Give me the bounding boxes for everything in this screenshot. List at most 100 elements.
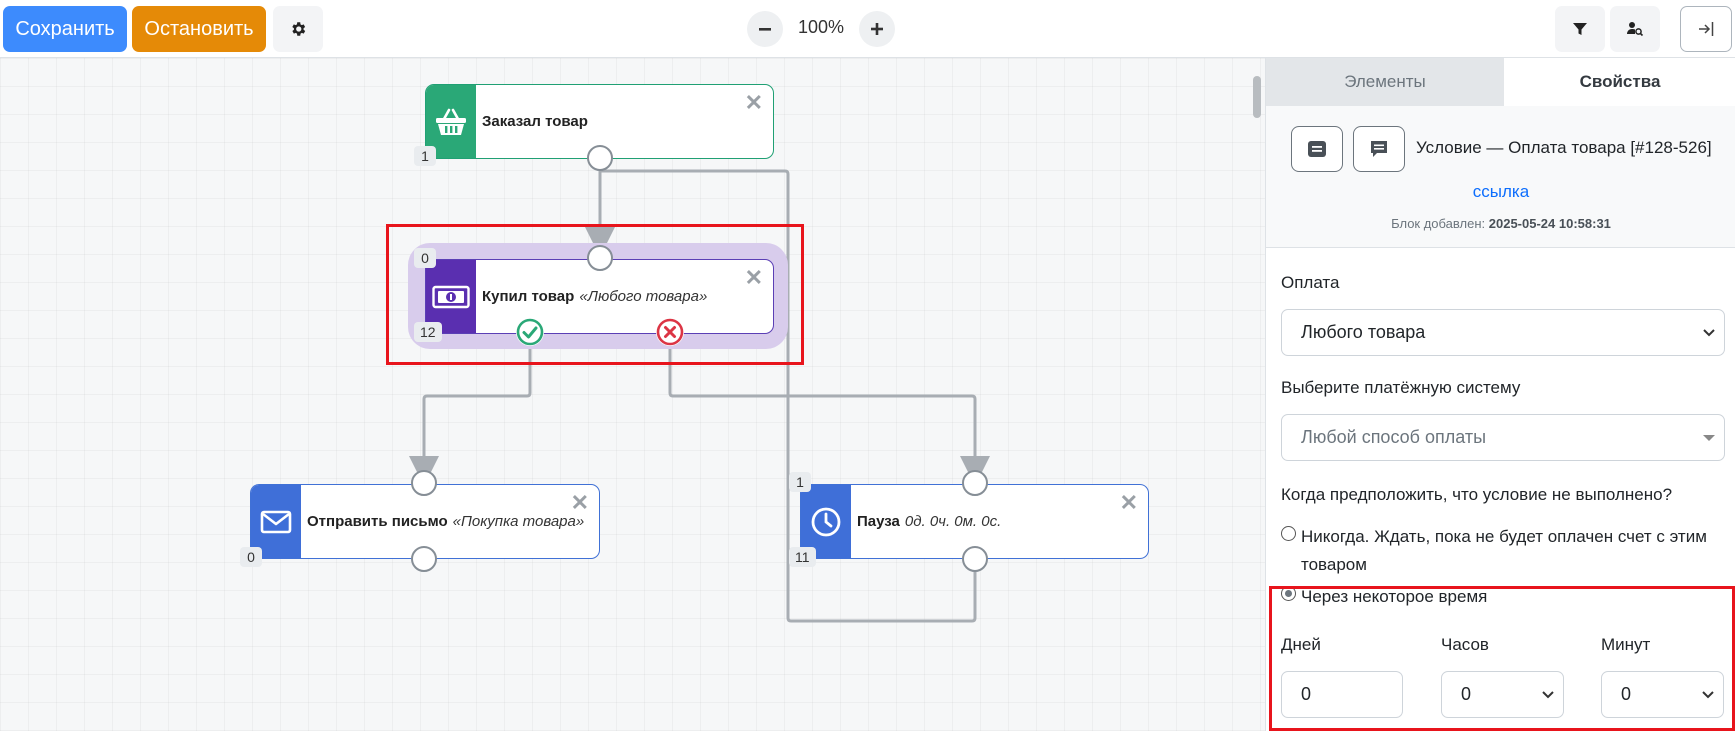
user-search-button[interactable] — [1610, 6, 1660, 52]
node-counter: 1 — [414, 146, 436, 166]
days-value: 0 — [1301, 684, 1312, 704]
payment-label: Оплата — [1281, 273, 1340, 292]
panel-tabs: Элементы Свойства — [1266, 58, 1735, 106]
input-port[interactable] — [411, 470, 437, 496]
option-never[interactable]: Никогда. Ждать, пока не будет оплачен сч… — [1281, 523, 1721, 579]
node-subtitle: «Любого товара» — [579, 288, 708, 305]
workflow-canvas[interactable]: Заказал товар ✕ 1 Купил товар «Любого то… — [0, 58, 1265, 731]
properties-panel: Элементы Свойства Условие — Оплата товар… — [1265, 58, 1735, 731]
node-purchase-condition[interactable]: Купил товар «Любого товара» ✕ — [425, 259, 774, 334]
envelope-icon-container — [251, 485, 301, 558]
connector-lines — [409, 158, 990, 623]
success-port[interactable] — [516, 318, 544, 346]
basket-icon — [436, 108, 466, 135]
node-subtitle: «Покупка товара» — [452, 513, 585, 530]
radio-never[interactable] — [1281, 526, 1296, 541]
save-button[interactable]: Сохранить — [3, 6, 127, 52]
zoom-out-button[interactable] — [747, 11, 783, 47]
collapse-panel-icon — [1699, 22, 1714, 36]
node-title: Заказал товар — [482, 113, 588, 130]
node-counter: 0 — [240, 547, 262, 567]
collapse-panel-button[interactable] — [1680, 6, 1732, 52]
option-after-time-label: Через некоторое время — [1301, 587, 1488, 606]
plus-icon — [871, 23, 883, 35]
settings-button[interactable] — [273, 6, 323, 52]
block-added-label: Блок добавлен: — [1391, 216, 1486, 231]
payment-system-placeholder: Любой способ оплаты — [1301, 427, 1487, 447]
option-after-time[interactable]: Через некоторое время — [1281, 583, 1487, 611]
tab-properties[interactable]: Свойства — [1504, 58, 1735, 106]
x-circle-icon — [656, 318, 684, 346]
payment-value: Любого товара — [1301, 322, 1426, 342]
input-port[interactable] — [587, 245, 613, 271]
block-header: Условие — Оплата товара [#128-526] ссылк… — [1266, 106, 1735, 248]
note-icon — [1308, 141, 1326, 157]
comment-button[interactable] — [1353, 126, 1405, 172]
close-icon[interactable]: ✕ — [744, 90, 763, 115]
link-text[interactable]: ссылка — [1472, 182, 1530, 201]
block-link: ссылка — [1266, 182, 1735, 202]
zoom-in-button[interactable] — [859, 11, 895, 47]
days-label: Дней — [1281, 635, 1321, 654]
user-search-icon — [1627, 22, 1644, 37]
envelope-icon — [260, 510, 292, 533]
banknote-icon — [432, 285, 470, 308]
block-added-value: 2025-05-24 10:58:31 — [1488, 216, 1611, 231]
fail-port[interactable] — [656, 318, 684, 346]
node-counter: 11 — [789, 547, 816, 567]
chevron-down-icon — [1542, 691, 1554, 699]
banknote-icon-container — [426, 260, 476, 333]
hours-select[interactable]: 0 — [1441, 671, 1564, 718]
canvas-scrollbar[interactable] — [1253, 76, 1261, 118]
zoom-level: 100% — [797, 17, 845, 37]
node-title: Пауза — [857, 513, 900, 530]
days-input[interactable]: 0 — [1281, 671, 1403, 718]
output-port[interactable] — [962, 546, 988, 572]
stop-button[interactable]: Остановить — [132, 6, 266, 52]
node-counter-top: 1 — [789, 472, 811, 492]
filter-icon — [1573, 23, 1587, 35]
option-never-label: Никогда. Ждать, пока не будет оплачен сч… — [1301, 527, 1707, 574]
minutes-label: Минут — [1601, 635, 1651, 654]
highlight-box — [386, 224, 804, 365]
tab-elements[interactable]: Элементы — [1266, 58, 1504, 106]
filter-button[interactable] — [1555, 6, 1605, 52]
comment-icon — [1371, 141, 1387, 157]
payment-select[interactable]: Любого товара — [1281, 309, 1725, 356]
node-title: Купил товар — [482, 288, 575, 305]
node-counter-top: 0 — [414, 248, 436, 268]
block-added-info: Блок добавлен: 2025-05-24 10:58:31 — [1266, 216, 1735, 231]
minus-icon — [759, 28, 771, 31]
minutes-select[interactable]: 0 — [1601, 671, 1724, 718]
output-port[interactable] — [587, 145, 613, 171]
clock-icon — [811, 507, 841, 536]
gear-icon — [292, 22, 306, 36]
chevron-down-icon — [1703, 329, 1715, 337]
close-icon[interactable]: ✕ — [744, 265, 763, 290]
connector-fail-pause — [668, 332, 990, 486]
close-icon[interactable]: ✕ — [1119, 490, 1138, 515]
node-subtitle: 0д. 0ч. 0м. 0с. — [904, 513, 1002, 530]
basket-icon-container — [426, 85, 476, 158]
hours-value: 0 — [1461, 684, 1472, 704]
close-icon[interactable]: ✕ — [570, 490, 589, 515]
toolbar: Сохранить Остановить 100% — [0, 0, 1735, 58]
clock-icon-container — [801, 485, 851, 558]
connector-pause-loop — [600, 169, 977, 623]
block-title: Условие — Оплата товара [#128-526] — [1416, 138, 1712, 157]
highlight-box — [1269, 586, 1735, 731]
output-port[interactable] — [411, 546, 437, 572]
note-button[interactable] — [1291, 126, 1343, 172]
caret-down-icon — [1703, 435, 1715, 441]
connector-success-mail — [409, 332, 532, 486]
check-circle-icon — [516, 318, 544, 346]
payment-system-label: Выберите платёжную систему — [1281, 378, 1521, 397]
hours-label: Часов — [1441, 635, 1489, 654]
input-port[interactable] — [962, 470, 988, 496]
minutes-value: 0 — [1621, 684, 1632, 704]
payment-system-select[interactable]: Любой способ оплаты — [1281, 414, 1725, 461]
condition-label: Когда предположить, что условие не выпол… — [1281, 485, 1673, 504]
node-title: Отправить письмо — [307, 513, 448, 530]
chevron-down-icon — [1702, 691, 1714, 699]
node-counter: 12 — [414, 322, 442, 342]
